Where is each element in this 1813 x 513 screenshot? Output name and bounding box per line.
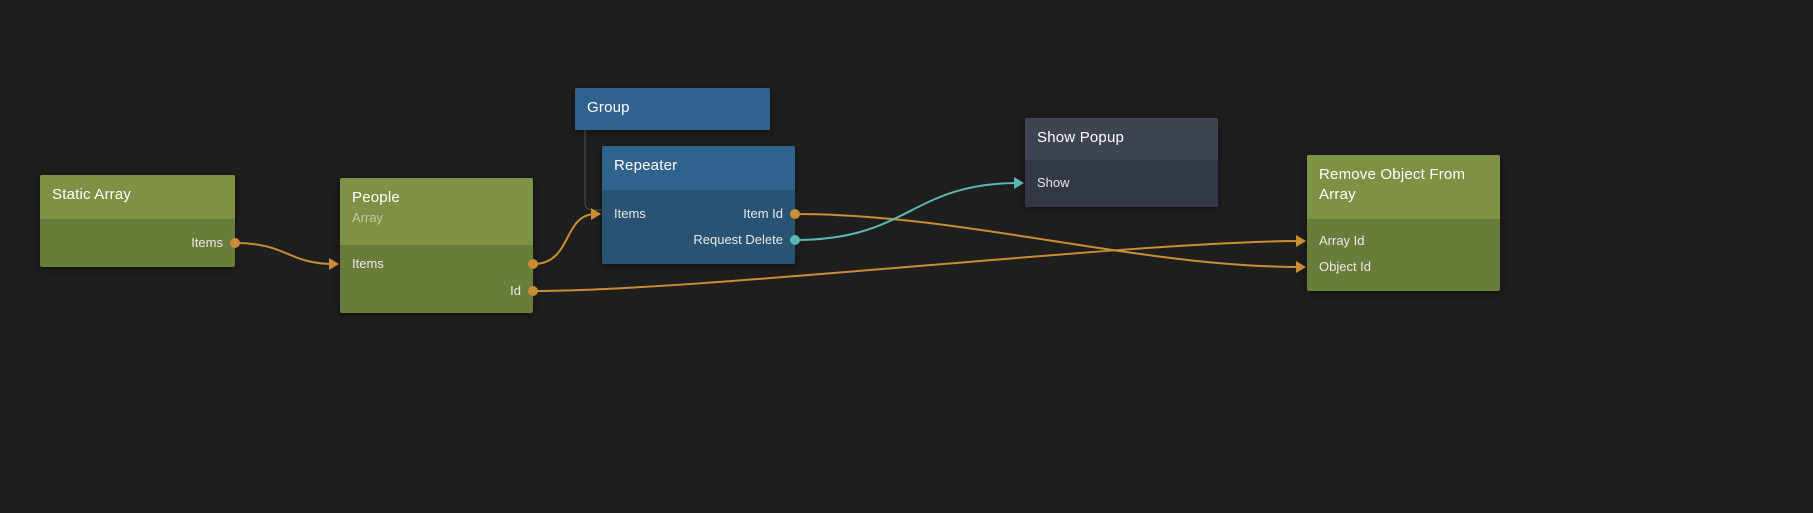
port-label-object-id[interactable]: Object Id bbox=[1319, 259, 1372, 274]
port-label-array-id[interactable]: Array Id bbox=[1319, 233, 1365, 248]
port-label-items[interactable]: Items bbox=[352, 256, 384, 271]
port-label-show[interactable]: Show bbox=[1037, 175, 1070, 190]
wire-repeater.request-delete-to-show-popup.show[interactable] bbox=[794, 182, 1020, 241]
port-label-item-id[interactable]: Item Id bbox=[743, 206, 783, 221]
wire-people.items-to-repeater.items[interactable] bbox=[532, 213, 597, 265]
node-title: Repeater bbox=[614, 157, 678, 174]
node-header: Remove Object From Array bbox=[1307, 155, 1500, 219]
port-label-request-delete[interactable]: Request Delete bbox=[693, 232, 783, 247]
port-label-items[interactable]: Items bbox=[191, 235, 223, 250]
port-label-id[interactable]: Id bbox=[510, 283, 521, 298]
wire-static-array.items-to-people.items[interactable] bbox=[234, 242, 335, 265]
node-header: Show Popup bbox=[1025, 118, 1218, 160]
node-title: Remove Object From Array bbox=[1319, 166, 1466, 203]
node-group[interactable]: Group bbox=[575, 88, 770, 130]
node-title: Show Popup bbox=[1037, 129, 1125, 146]
node-title: Static Array bbox=[52, 186, 132, 203]
node-header: Static Array bbox=[40, 175, 235, 219]
node-title: Group bbox=[587, 99, 630, 116]
wire-repeater.item-id-to-remove-object.object-id[interactable] bbox=[794, 213, 1302, 268]
wire-people.id-to-remove-object.array-id[interactable] bbox=[532, 240, 1302, 292]
node-header: Repeater bbox=[602, 146, 795, 190]
node-header: Group bbox=[575, 88, 770, 130]
node-title: People bbox=[352, 189, 400, 206]
node-subtitle: Array bbox=[352, 210, 384, 225]
port-label-items[interactable]: Items bbox=[614, 206, 646, 221]
